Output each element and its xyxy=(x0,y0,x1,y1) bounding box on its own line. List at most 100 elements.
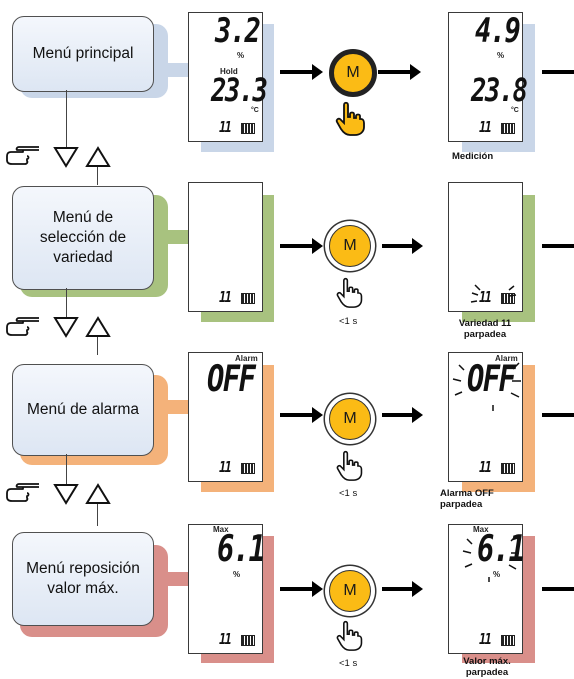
continue-arrow xyxy=(542,244,574,248)
menu-label: Menú de alarma xyxy=(26,401,139,418)
press-finger-icon xyxy=(336,450,363,481)
press-time-label: <1 s xyxy=(339,658,358,669)
menu-reposicion-valor-max-box[interactable]: Menú reposición valor máx. xyxy=(12,532,154,626)
arrow-head xyxy=(412,238,423,254)
up-triangle-icon[interactable] xyxy=(85,483,111,505)
m-button[interactable]: M xyxy=(329,49,377,97)
variety-number: 11 xyxy=(219,458,232,476)
m-button-label: M xyxy=(343,237,357,254)
variety-number: 11 xyxy=(479,630,492,648)
m-button[interactable]: M xyxy=(329,398,371,440)
variety-number: 11 xyxy=(219,288,232,306)
arrow-head xyxy=(312,581,323,597)
arrow xyxy=(382,587,414,591)
continue-arrow xyxy=(542,587,574,591)
connector-line xyxy=(66,454,68,494)
arrow xyxy=(280,70,314,74)
humidity-value: 4.9 xyxy=(475,11,521,51)
variety-number: 11 xyxy=(219,630,232,648)
row1-caption: Medición xyxy=(452,151,494,162)
variety-number: 11 xyxy=(479,288,492,306)
temperature-value: 23.8 xyxy=(471,71,528,109)
menu-label: Menú principal xyxy=(32,45,134,62)
variety-number: 11 xyxy=(479,458,492,476)
blink-rays-icon xyxy=(452,362,521,411)
connector-line xyxy=(66,90,68,160)
m-button-label: M xyxy=(343,410,357,427)
pointing-hand-icon xyxy=(6,317,39,336)
temperature-unit: °C xyxy=(511,107,519,114)
arrow-head xyxy=(412,581,423,597)
menu-label: variedad xyxy=(53,249,113,266)
press-finger-icon xyxy=(336,620,363,651)
press-time-label: <1 s xyxy=(339,316,358,327)
lcd-display-row2-left: 11 xyxy=(188,182,263,312)
max-unit: % xyxy=(493,570,501,579)
menu-label: Menú de xyxy=(52,209,114,226)
blink-rays-icon xyxy=(470,284,517,303)
menu-label: Menú reposición xyxy=(26,560,140,577)
battery-icon xyxy=(241,293,255,304)
down-triangle-icon[interactable] xyxy=(53,316,79,338)
press-finger-icon xyxy=(336,277,363,308)
max-label: Max xyxy=(473,525,489,534)
connector xyxy=(150,63,188,77)
battery-icon xyxy=(241,123,255,134)
battery-icon xyxy=(501,635,515,646)
continue-arrow xyxy=(542,413,574,417)
arrow-head xyxy=(312,407,323,423)
arrow-head xyxy=(312,238,323,254)
up-triangle-icon[interactable] xyxy=(85,316,111,338)
arrow-head xyxy=(410,64,421,80)
alarm-label: Alarm xyxy=(495,354,518,363)
battery-icon xyxy=(501,293,515,304)
connector xyxy=(150,230,188,244)
m-button[interactable]: M xyxy=(329,570,371,612)
connector-line xyxy=(97,325,99,355)
alarm-label: Alarm xyxy=(235,354,258,363)
temperature-unit: °C xyxy=(251,107,259,114)
hold-label: Hold xyxy=(220,67,238,76)
up-triangle-icon[interactable] xyxy=(85,146,111,168)
menu-seleccion-variedad-box[interactable]: Menú de selección de variedad xyxy=(12,186,154,290)
connector-line xyxy=(66,288,68,330)
alarm-value: OFF xyxy=(467,359,516,400)
blink-rays-icon xyxy=(462,534,519,582)
connector-line xyxy=(97,496,99,526)
humidity-unit: % xyxy=(237,51,245,60)
caption-line: Variedad 11 xyxy=(458,318,512,329)
temperature-value: 23.3 xyxy=(211,71,268,109)
lcd-display-row3-left: Alarm OFF 11 xyxy=(188,352,263,482)
humidity-value: 3.2 xyxy=(215,11,261,51)
caption-line: Alarma OFF xyxy=(440,488,494,499)
connector-line xyxy=(97,155,99,185)
down-triangle-icon[interactable] xyxy=(53,146,79,168)
arrow xyxy=(378,70,412,74)
max-unit: % xyxy=(233,570,241,579)
arrow xyxy=(280,244,314,248)
press-time-label: <1 s xyxy=(339,488,358,499)
down-triangle-icon[interactable] xyxy=(53,483,79,505)
menu-label: valor máx. xyxy=(47,580,119,597)
caption-line: parpadea xyxy=(463,329,507,340)
row3-caption: Alarma OFF parpadea xyxy=(440,488,520,510)
lcd-display-row1-right: 4.9 % 23.8 °C 11 xyxy=(448,11,528,142)
row2-caption: Variedad 11 parpadea xyxy=(445,318,525,340)
m-button[interactable]: M xyxy=(329,225,371,267)
arrow xyxy=(382,244,414,248)
lcd-display-row4-right: Max 6.1 % 11 xyxy=(448,524,526,654)
battery-icon xyxy=(241,463,255,474)
pointing-hand-icon xyxy=(6,483,39,502)
caption-line: Valor máx. xyxy=(463,656,511,667)
lcd-display-row2-right: 11 xyxy=(448,182,523,312)
humidity-unit: % xyxy=(497,51,505,60)
max-value: 6.1 xyxy=(477,529,526,570)
m-button-label: M xyxy=(346,64,360,81)
caption-line: parpadea xyxy=(465,667,509,678)
menu-alarma-box[interactable]: Menú de alarma xyxy=(12,364,154,456)
battery-icon xyxy=(501,123,515,134)
alarm-value: OFF xyxy=(207,359,256,400)
max-label: Max xyxy=(213,525,229,534)
menu-principal-box[interactable]: Menú principal xyxy=(12,16,154,92)
battery-icon xyxy=(501,463,515,474)
